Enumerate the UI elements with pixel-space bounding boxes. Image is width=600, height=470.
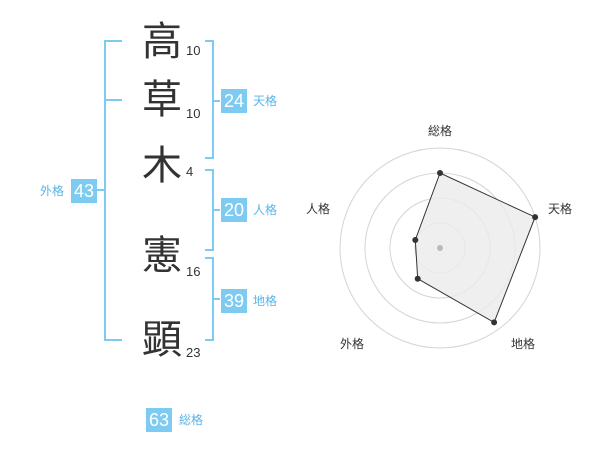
- gaikaku-label: 外格: [40, 184, 65, 198]
- radar-polygon: [414, 172, 536, 324]
- tenkaku-bracket: [205, 40, 214, 159]
- stroke-count-2: 10: [186, 106, 201, 121]
- radar-axis-label-chikaku: 地格: [511, 337, 536, 351]
- jinkaku-label: 人格: [253, 203, 278, 217]
- chikaku-label: 地格: [253, 294, 278, 308]
- stroke-count-4: 16: [186, 264, 201, 279]
- radar-ring: [339, 147, 541, 349]
- gaikaku-bracket: [104, 40, 122, 341]
- radar-points: [412, 170, 539, 326]
- radar-chart: [339, 147, 541, 349]
- stroke-count-1: 10: [186, 43, 201, 58]
- chikaku-bracket: [205, 257, 214, 341]
- stroke-count-3: 4: [186, 164, 194, 179]
- radar-point: [437, 170, 443, 176]
- radar-axis-label-jinkaku: 人格: [306, 202, 331, 216]
- kanji-1: 高: [142, 19, 182, 65]
- tenkaku-value: 24: [221, 89, 248, 113]
- radar-point: [532, 214, 539, 221]
- radar-point: [412, 237, 419, 243]
- stroke-count-5: 23: [186, 345, 201, 360]
- radar-point: [491, 319, 498, 326]
- radar-axis-label-soukaku: 総格: [428, 124, 453, 138]
- radar-point: [414, 275, 421, 282]
- chikaku-value: 39: [221, 289, 248, 313]
- jinkaku-value: 20: [221, 198, 248, 222]
- jinkaku-bracket: [205, 169, 214, 251]
- kanji-3: 木: [142, 143, 182, 189]
- radar-axis-label-tenkaku: 天格: [548, 202, 573, 216]
- tenkaku-label: 天格: [253, 94, 278, 108]
- radar-axis-label-gaikaku: 外格: [340, 337, 365, 351]
- radar-center-dot: [437, 245, 443, 251]
- kanji-2: 草: [142, 77, 182, 123]
- brackets: [92, 40, 220, 341]
- kanji-5: 顕: [142, 317, 182, 363]
- kanji-4: 憲: [142, 233, 182, 279]
- soukaku-label: 総格: [179, 413, 204, 427]
- soukaku-value: 63: [146, 408, 173, 432]
- gaikaku-value: 43: [71, 179, 98, 203]
